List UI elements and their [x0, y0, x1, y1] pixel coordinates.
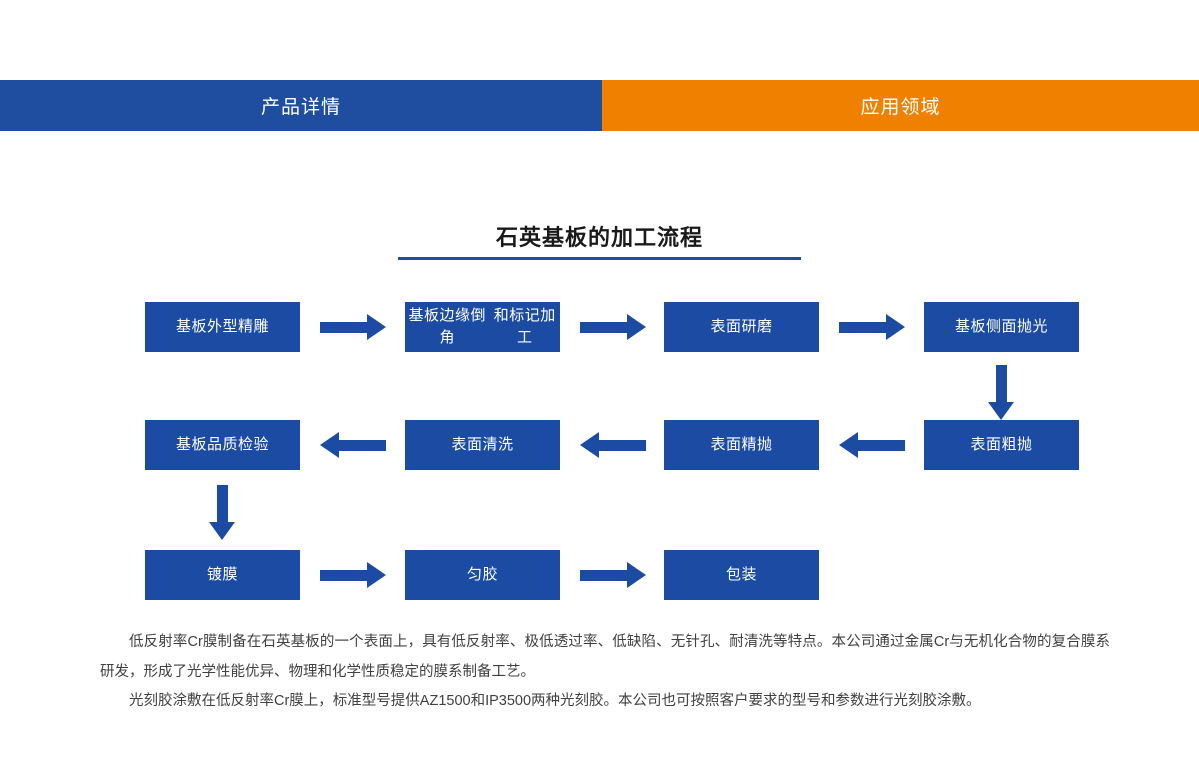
flow-node-surface-cleaning[interactable]: 表面清洗 [405, 420, 560, 470]
flow-arrow-n10-n11 [580, 560, 646, 590]
flow-node-label-line-2: 和标记加工 [493, 307, 556, 346]
flow-node-substrate-side-polishing[interactable]: 基板侧面抛光 [924, 302, 1079, 352]
flow-node-edge-chamfer-marking[interactable]: 基板边缘倒角 和标记加工 [405, 302, 560, 352]
flow-arrow-n6-n5 [320, 430, 386, 460]
flow-node-surface-grinding[interactable]: 表面研磨 [664, 302, 819, 352]
arrow-shaft [839, 322, 887, 333]
description-paragraph-2: 光刻胶涂敷在低反射率Cr膜上，标准型号提供AZ1500和IP3500两种光刻胶。… [129, 693, 981, 710]
arrow-shaft [580, 570, 628, 581]
flow-node-substrate-quality-inspection[interactable]: 基板品质检验 [145, 420, 300, 470]
flow-node-coating[interactable]: 镀膜 [145, 550, 300, 600]
arrow-head [627, 562, 646, 588]
description-text-block: 低反射率Cr膜制备在石英基板的一个表面上，具有低反射率、极低透过率、低缺陷、无针… [100, 628, 1110, 717]
arrow-head [839, 432, 858, 458]
arrow-shaft [857, 440, 905, 451]
arrow-shaft [598, 440, 646, 451]
arrow-head [988, 402, 1014, 420]
arrow-head [367, 314, 386, 340]
flow-node-packaging[interactable]: 包装 [664, 550, 819, 600]
arrow-head [367, 562, 386, 588]
flow-arrow-n8-n7 [839, 430, 905, 460]
flow-arrow-n7-n6 [580, 430, 646, 460]
flow-arrow-n1-n2 [320, 312, 386, 342]
flow-node-surface-fine-polishing[interactable]: 表面精抛 [664, 420, 819, 470]
arrow-shaft [320, 570, 368, 581]
flow-arrow-n5-n9 [207, 485, 237, 540]
arrow-shaft [338, 440, 386, 451]
flow-node-substrate-engraving[interactable]: 基板外型精雕 [145, 302, 300, 352]
arrow-head [580, 432, 599, 458]
flow-node-resist-spin-coating[interactable]: 匀胶 [405, 550, 560, 600]
flow-arrow-n9-n10 [320, 560, 386, 590]
arrow-head [886, 314, 905, 340]
flow-node-surface-rough-polishing[interactable]: 表面粗抛 [924, 420, 1079, 470]
arrow-head [209, 522, 235, 540]
flow-arrow-n4-n8 [986, 365, 1016, 420]
tab-application-fields[interactable]: 应用领域 [602, 80, 1199, 131]
flow-arrow-n3-n4 [839, 312, 905, 342]
arrow-shaft [217, 485, 228, 524]
tab-bar: 产品详情 应用领域 [0, 80, 1199, 131]
arrow-head [320, 432, 339, 458]
arrow-shaft [320, 322, 368, 333]
tab-product-details[interactable]: 产品详情 [0, 80, 602, 131]
title-underline-divider [398, 257, 801, 260]
flow-arrow-n2-n3 [580, 312, 646, 342]
arrow-head [627, 314, 646, 340]
flow-node-label-line-1: 基板边缘倒角 [408, 307, 487, 346]
arrow-shaft [996, 365, 1007, 404]
arrow-shaft [580, 322, 628, 333]
description-paragraph-1: 低反射率Cr膜制备在石英基板的一个表面上，具有低反射率、极低透过率、低缺陷、无针… [100, 634, 1110, 680]
page-title: 石英基板的加工流程 [495, 225, 703, 250]
